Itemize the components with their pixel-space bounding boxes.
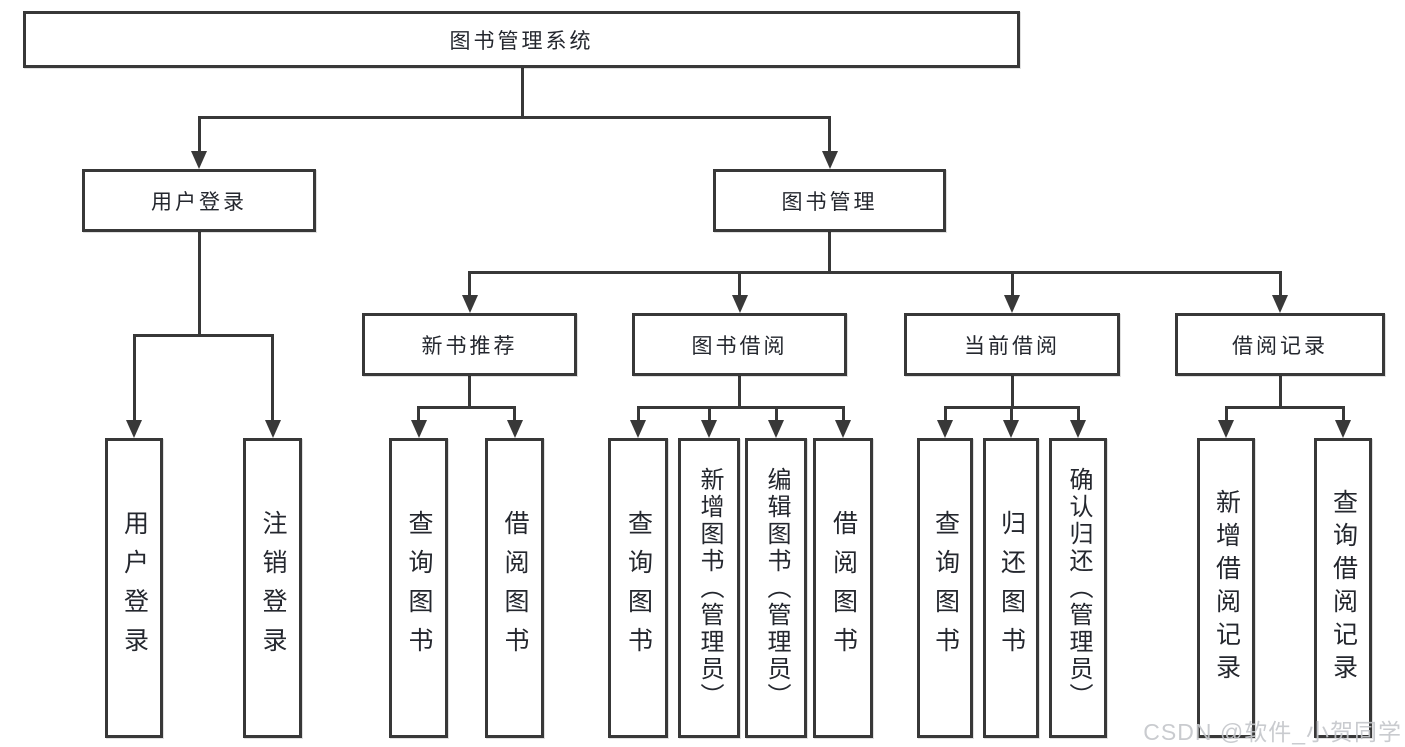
connector-leaf [768,406,784,438]
arrowhead-down-icon [461,295,478,313]
connector-leaf [410,406,427,438]
node-label: 当前借阅 [964,334,1060,358]
node-book-borrow: 图书借阅 [632,313,847,376]
connector-leaf [937,406,953,438]
leaf-label: 新增图书（管理员） [696,466,723,710]
node-library-management-system: 图书管理系统 [23,11,1020,68]
leaf-add-book-admin: 新增图书（管理员） [678,438,740,738]
arrowhead-down-icon [630,420,646,438]
connector-to-leaf-user-login [126,334,142,438]
node-borrow-records: 借阅记录 [1175,313,1385,376]
connector-current-borrow-stem [1010,376,1014,409]
leaf-label: 确认归还（管理员） [1065,466,1092,710]
leaf-query-books-borrow: 查询图书 [608,438,668,738]
arrowhead-down-icon [937,420,953,438]
connector-to-current-borrow [1004,271,1020,313]
node-label: 借阅记录 [1232,334,1328,358]
arrowhead-down-icon [1004,295,1020,313]
arrowhead-down-icon [1218,420,1234,438]
leaf-user-login: 用户登录 [105,438,163,738]
arrowhead-down-icon [768,420,784,438]
connector-leaf [1070,406,1086,438]
connector-records-leaves-bar [1224,406,1345,409]
arrowhead-down-icon [506,420,523,438]
leaf-label: 新增借阅记录 [1212,489,1241,687]
connector-leaf [1335,406,1351,438]
connector-book-borrow-stem [738,376,741,409]
connector-borrow-leaves-bar [636,406,845,409]
leaf-label: 查询图书 [931,510,960,666]
leaf-return-books: 归还图书 [983,438,1039,738]
arrowhead-down-icon [191,151,207,169]
leaf-label: 查询借阅记录 [1329,489,1358,687]
leaf-confirm-return-admin: 确认归还（管理员） [1049,438,1107,738]
leaf-query-borrow-record: 查询借阅记录 [1314,438,1372,738]
node-book-management: 图书管理 [713,169,946,232]
connector-to-new-book-recommend [461,271,478,313]
connector-to-leaf-logout [264,334,281,438]
node-new-book-recommend: 新书推荐 [362,313,577,376]
connector-to-book-management [821,116,838,169]
leaf-label: 借阅图书 [501,510,529,666]
leaf-add-borrow-record: 新增借阅记录 [1197,438,1255,738]
arrowhead-down-icon [1003,420,1019,438]
watermark: CSDN @软件_小贺同学 [1143,719,1402,745]
leaf-label: 注销登录 [259,510,287,666]
node-label: 图书管理系统 [449,29,594,53]
connector-leaf [1218,406,1234,438]
connector-user-login-stem [197,232,201,334]
connector-to-user-login [191,116,207,169]
connector-user-login-bar [132,334,274,337]
leaf-logout: 注销登录 [243,438,302,738]
arrowhead-down-icon [821,151,838,169]
arrowhead-down-icon [1070,420,1086,438]
connector-level3-bar [468,271,1282,274]
leaf-label: 归还图书 [997,510,1026,666]
leaf-borrow-books-borrow: 借阅图书 [813,438,873,738]
leaf-label: 借阅图书 [829,510,858,666]
connector-leaf [835,406,851,438]
arrowhead-down-icon [701,420,717,438]
connector-root-stem [520,68,524,116]
leaf-borrow-books-recommend: 借阅图书 [485,438,544,738]
arrowhead-down-icon [410,420,427,438]
connector-to-book-borrow [731,271,748,313]
connector-level2-bar [197,116,831,119]
connector-recommend-leaves-bar [417,406,516,409]
arrowhead-down-icon [264,420,281,438]
leaf-query-books-recommend: 查询图书 [389,438,448,738]
node-user-login: 用户登录 [82,169,316,232]
connector-leaf [701,406,717,438]
node-label: 新书推荐 [421,334,518,358]
connector-leaf [506,406,523,438]
node-label: 图书借阅 [691,334,788,358]
arrowhead-down-icon [126,420,142,438]
connector-leaf [630,406,646,438]
node-current-borrow: 当前借阅 [904,313,1120,376]
node-label: 图书管理 [781,190,878,214]
leaf-query-books-current: 查询图书 [917,438,973,738]
connector-new-book-recommend-stem [468,376,471,409]
arrowhead-down-icon [1272,295,1288,313]
connector-to-borrow-records [1272,271,1288,313]
arrowhead-down-icon [1335,420,1351,438]
node-label: 用户登录 [151,190,247,214]
leaf-label: 编辑图书（管理员） [763,466,790,710]
connector-leaf [1003,406,1019,438]
leaf-label: 查询图书 [624,510,653,666]
leaf-edit-book-admin: 编辑图书（管理员） [745,438,807,738]
arrowhead-down-icon [835,420,851,438]
leaf-label: 用户登录 [120,510,149,666]
connector-book-management-stem [828,232,831,271]
connector-borrow-records-stem [1278,376,1282,409]
arrowhead-down-icon [731,295,748,313]
leaf-label: 查询图书 [405,510,433,666]
